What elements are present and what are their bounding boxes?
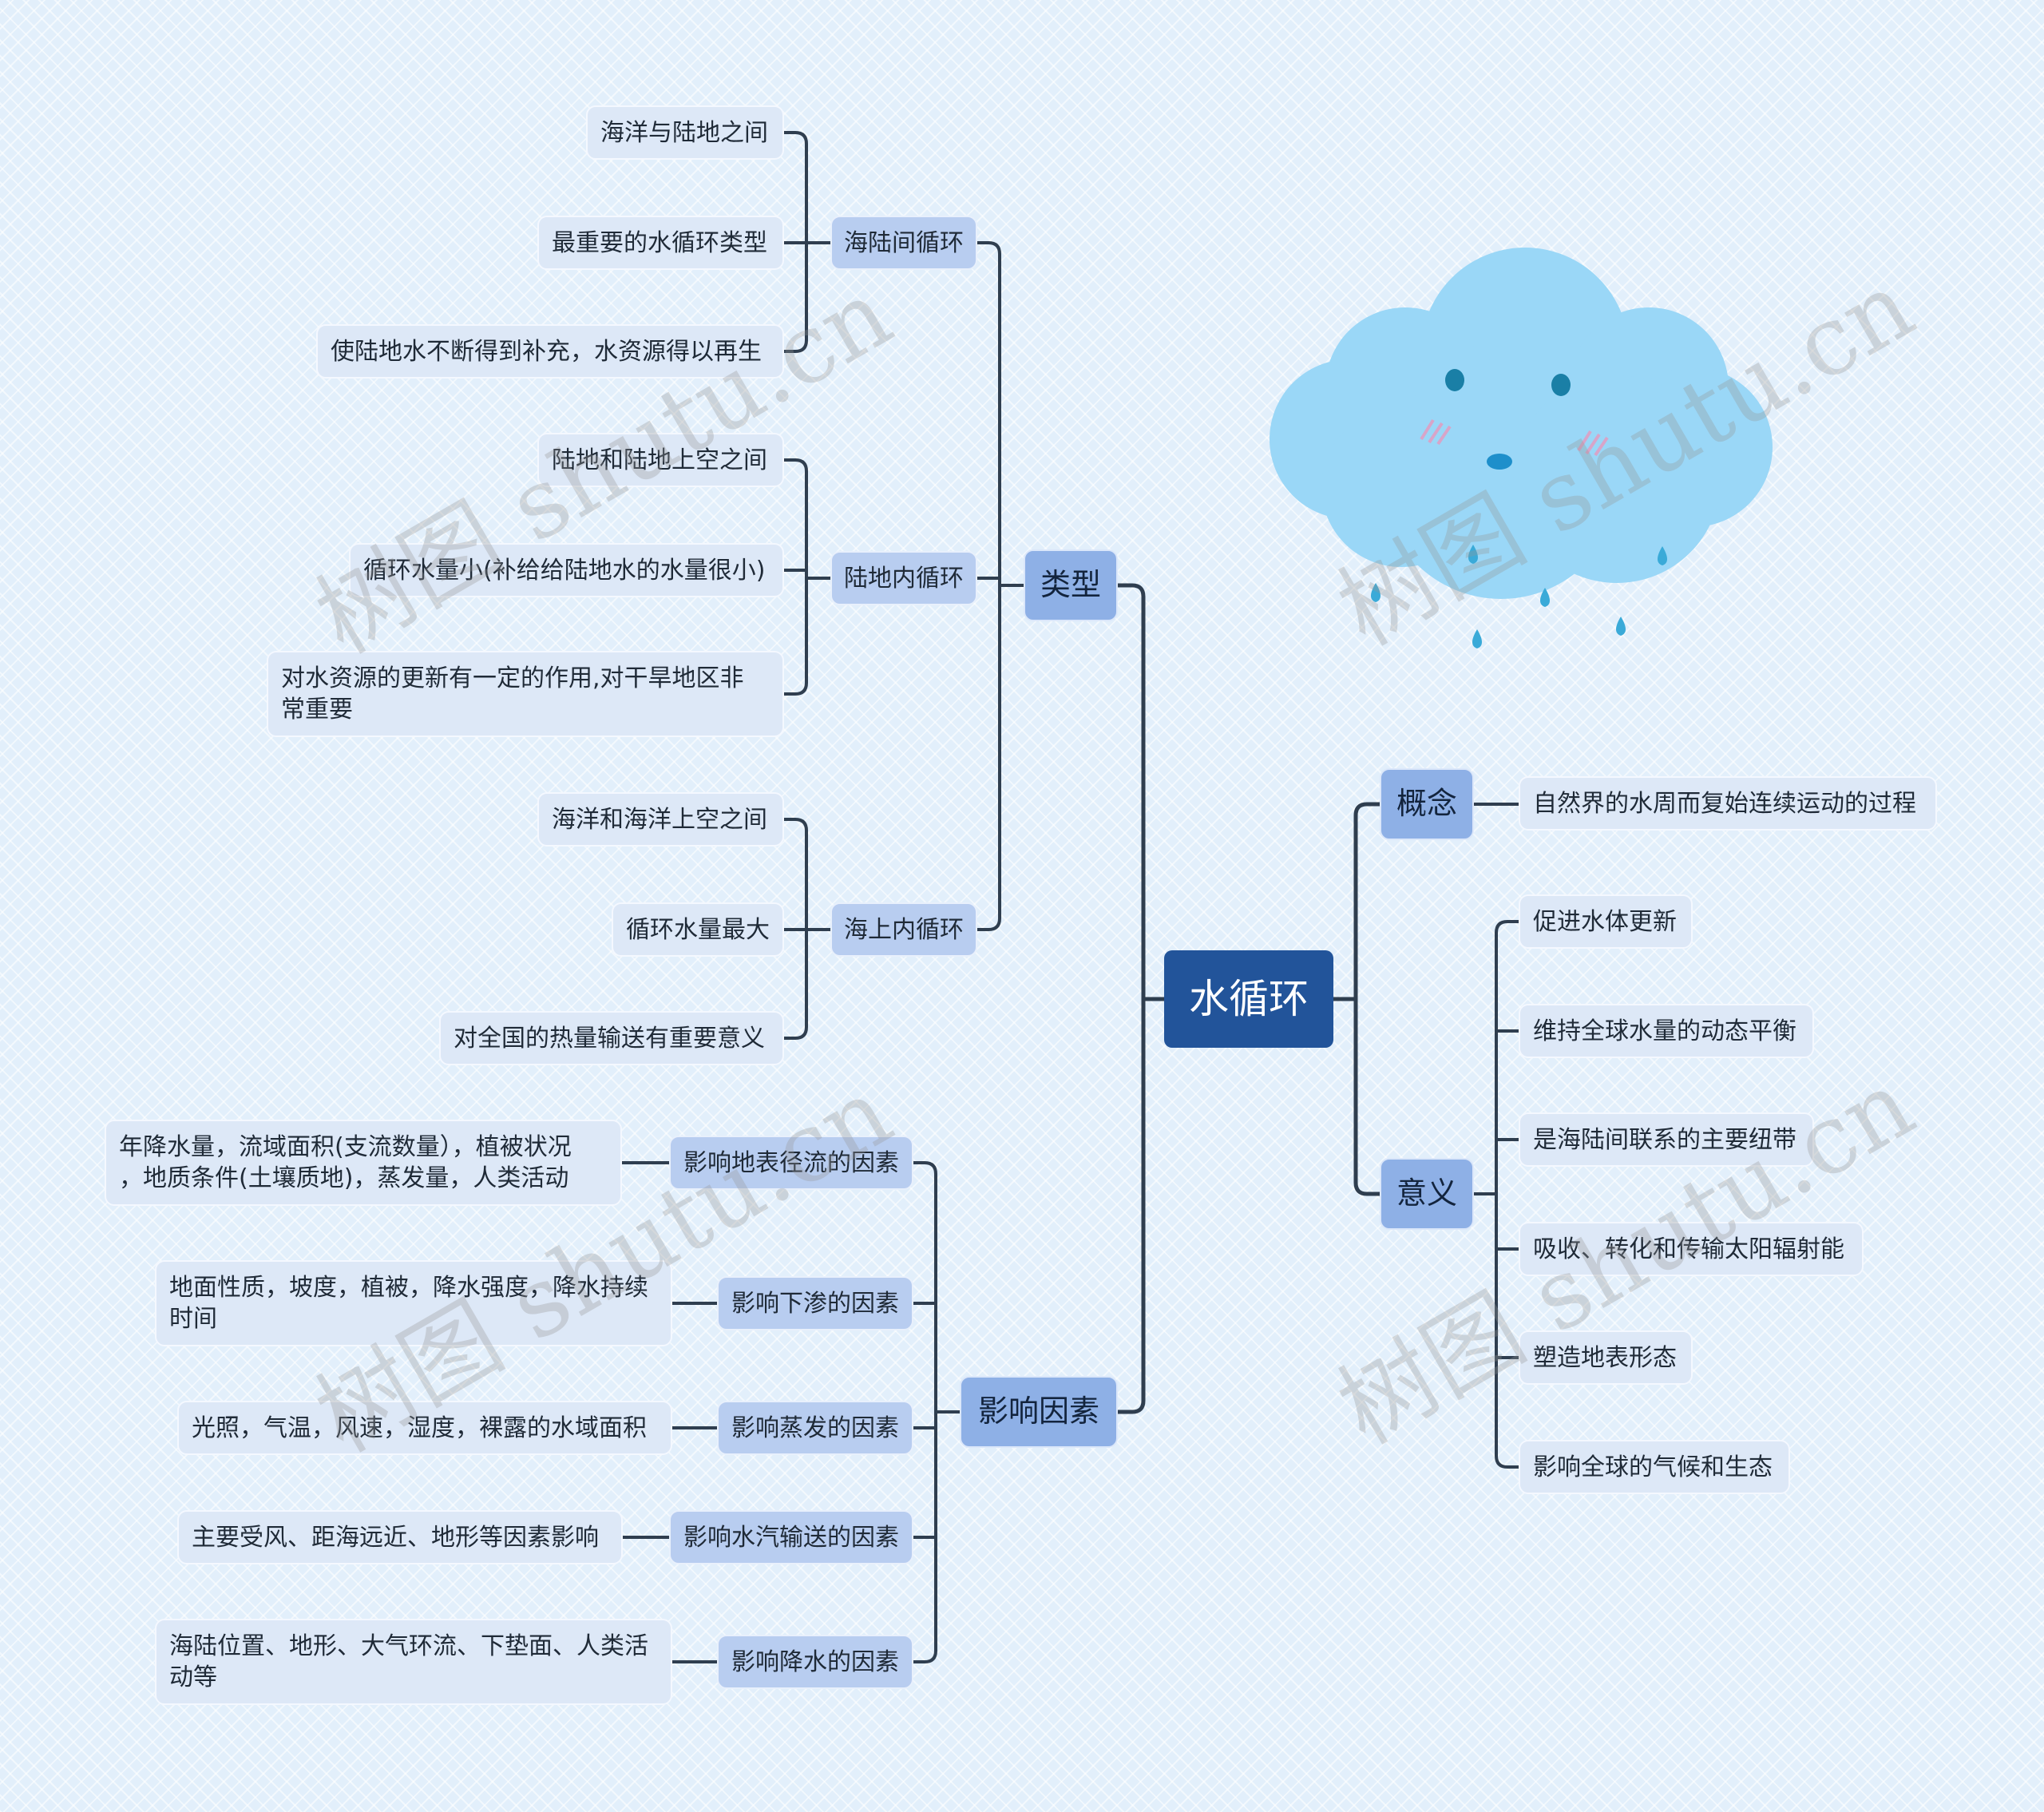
branch-concept[interactable]: 概念	[1380, 768, 1474, 840]
connector-line	[1353, 997, 1382, 1196]
connector-line	[912, 1161, 937, 1414]
branch-factors[interactable]: 影响因素	[960, 1376, 1118, 1448]
connector-line	[1353, 802, 1382, 1001]
connector-line	[976, 584, 1001, 931]
ocean-item: 对全国的热量输送有重要意义	[439, 1011, 784, 1065]
connector-line	[1115, 997, 1146, 1414]
inland-item: 对水资源的更新有一定的作用,对干旱地区非 常重要	[267, 651, 784, 737]
factor-detail: 光照，气温，风速，湿度，裸露的水域面积	[177, 1401, 672, 1455]
connector-line	[782, 928, 808, 1040]
concept-detail: 自然界的水周而复始连续运动的过程	[1519, 776, 1937, 831]
connector-line	[782, 818, 808, 931]
significance-item: 是海陆间联系的主要纽带	[1519, 1112, 1814, 1167]
significance-item: 塑造地表形态	[1519, 1330, 1693, 1385]
connector-line	[782, 577, 808, 696]
significance-item: 促进水体更新	[1519, 894, 1693, 949]
factor-runoff[interactable]: 影响地表径流的因素	[669, 1136, 913, 1190]
root-node[interactable]: 水循环	[1164, 950, 1333, 1048]
connector-line	[782, 458, 808, 580]
inland-item: 循环水量小(补给给陆地水的水量很小)	[349, 543, 784, 597]
connector-line	[782, 241, 808, 353]
rain-cloud-icon	[1270, 248, 1773, 648]
type-sea-land-cycle[interactable]: 海陆间循环	[830, 216, 977, 270]
factor-detail: 主要受风、距海远近、地形等因素影响	[177, 1510, 623, 1564]
connector-line	[1495, 920, 1520, 1195]
branch-significance[interactable]: 意义	[1380, 1158, 1474, 1230]
factor-detail: 地面性质，坡度，植被，降水强度，降水持续 时间	[155, 1260, 672, 1346]
factor-vapor-transport[interactable]: 影响水汽输送的因素	[669, 1510, 913, 1564]
significance-item: 影响全球的气候和生态	[1519, 1440, 1790, 1494]
factor-evaporation[interactable]: 影响蒸发的因素	[717, 1401, 913, 1455]
ocean-item: 循环水量最大	[612, 902, 784, 957]
connector-line	[1495, 1192, 1520, 1469]
factor-detail: 海陆位置、地形、大气环流、下垫面、人类活 动等	[155, 1619, 672, 1705]
significance-item: 吸收、转化和传输太阳辐射能	[1519, 1222, 1864, 1276]
inland-item: 陆地和陆地上空之间	[537, 433, 784, 487]
type-ocean-cycle[interactable]: 海上内循环	[830, 902, 977, 957]
connector-line	[782, 131, 808, 244]
branch-types[interactable]: 类型	[1024, 549, 1118, 621]
sea-land-item: 使陆地水不断得到补充，水资源得以再生	[316, 324, 784, 379]
connector-line	[912, 1410, 937, 1663]
factor-infiltration[interactable]: 影响下渗的因素	[717, 1276, 913, 1330]
significance-item: 维持全球水量的动态平衡	[1519, 1004, 1814, 1058]
sea-land-item: 海洋与陆地之间	[586, 105, 784, 160]
connector-line	[976, 241, 1001, 587]
sea-land-item: 最重要的水循环类型	[537, 216, 784, 270]
factor-precipitation[interactable]: 影响降水的因素	[717, 1635, 913, 1689]
connector-line	[1115, 583, 1146, 1001]
ocean-item: 海洋和海洋上空之间	[537, 792, 784, 847]
type-inland-cycle[interactable]: 陆地内循环	[830, 551, 977, 605]
factor-detail: 年降水量，流域面积(支流数量），植被状况 ，地质条件(土壤质地)，蒸发量，人类活…	[105, 1120, 622, 1206]
